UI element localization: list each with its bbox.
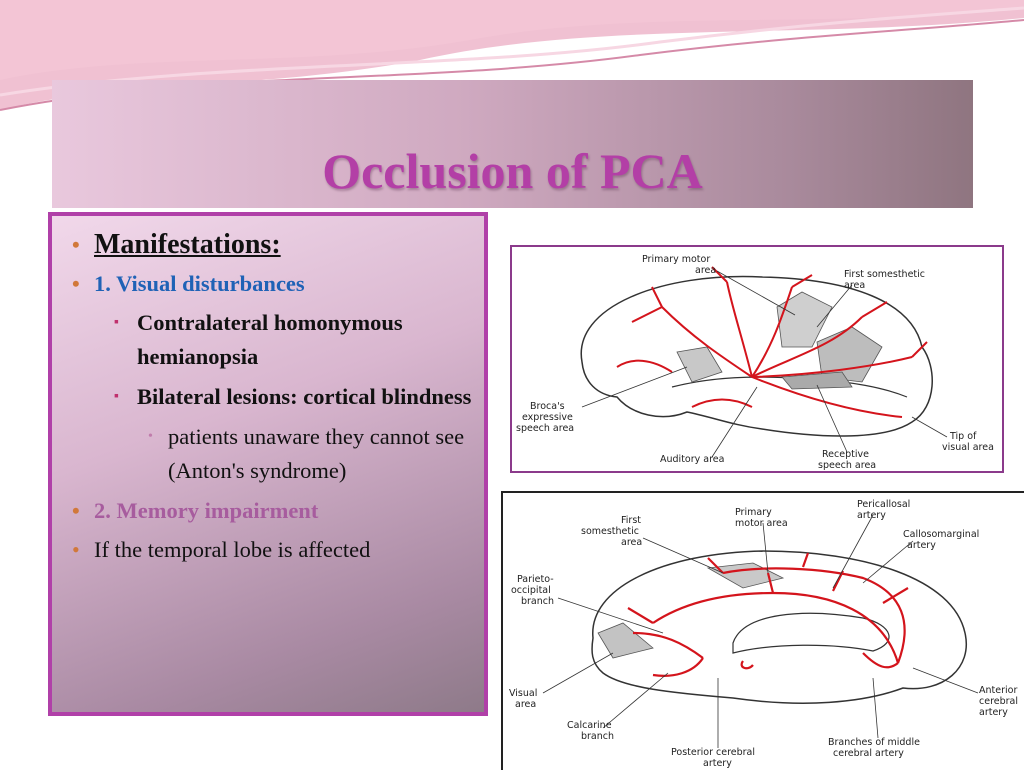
- content-box: Manifestations: 1. Visual disturbances C…: [48, 212, 488, 716]
- label-parieto: Parieto-: [517, 574, 554, 585]
- medial-artery-network: [627, 552, 909, 677]
- brain-lateral-figure: Primary motor area First somesthetic are…: [510, 245, 1004, 473]
- receptive-area-hatch: [781, 371, 853, 390]
- bullet-temporal-lobe: If the temporal lobe is affected: [62, 533, 474, 566]
- label-primary-motor-2: area: [695, 265, 716, 276]
- brain-lateral-diagram: Primary motor area First somesthetic are…: [516, 254, 994, 471]
- slide-title: Occlusion of PCA: [322, 143, 703, 199]
- label-first-somesthetic: First somesthetic: [844, 269, 925, 280]
- motor-area-hatch: [776, 291, 833, 348]
- bullet-anton-syndrome: patients unaware they cannot see (Anton'…: [62, 420, 474, 488]
- label-calcarine-branch: branch: [581, 731, 614, 742]
- bullet-list: Manifestations: 1. Visual disturbances C…: [52, 216, 484, 566]
- label-middle-artery: cerebral artery: [833, 748, 904, 759]
- label-occipital: occipital: [511, 585, 551, 596]
- label-anterior-cerebral: cerebral: [979, 696, 1018, 707]
- label-broca-2: expressive: [522, 412, 573, 423]
- label-pericallosal: Pericallosal: [857, 499, 910, 510]
- visual-area-hatch: [597, 622, 654, 659]
- label-pericallosal-2: artery: [857, 510, 886, 521]
- label-callosomarginal: Callosomarginal: [903, 529, 979, 540]
- bullet-homonymous-hemianopsia: Contralateral homonymous hemianopsia: [62, 306, 474, 374]
- label-anterior-artery: artery: [979, 707, 1008, 718]
- label-first-somesthetic-2: area: [844, 280, 865, 291]
- broca-area-hatch: [676, 346, 723, 383]
- label-posterior-cerebral: Posterior cerebral: [671, 747, 755, 758]
- label-middle-cerebral: Branches of middle: [828, 737, 920, 748]
- label-posterior-artery: artery: [703, 758, 732, 769]
- label-somesthetic-area: area: [621, 537, 642, 548]
- label-callosomarginal-2: artery: [907, 540, 936, 551]
- artery-network: [616, 266, 928, 418]
- label-primary-motor: Primary motor: [642, 254, 710, 265]
- label-auditory: Auditory area: [660, 454, 724, 465]
- label-broca: Broca's: [530, 401, 565, 412]
- label-parieto-branch: branch: [521, 596, 554, 607]
- label-somesthetic: somesthetic: [581, 526, 639, 537]
- label-first: First: [621, 515, 641, 526]
- label-receptive: Receptive: [822, 449, 869, 460]
- label-anterior: Anterior: [979, 685, 1017, 696]
- label-tip-visual-2: visual area: [942, 442, 994, 453]
- label-primary: Primary: [735, 507, 772, 518]
- label-broca-3: speech area: [516, 423, 574, 434]
- bullet-visual-disturbances: 1. Visual disturbances: [62, 267, 474, 300]
- bullet-memory-impairment: 2. Memory impairment: [62, 494, 474, 527]
- brain-outline: [580, 275, 933, 437]
- label-receptive-2: speech area: [818, 460, 876, 471]
- label-calcarine: Calcarine: [567, 720, 612, 731]
- label-motor-area: motor area: [735, 518, 788, 529]
- label-visual: Visual: [509, 688, 537, 699]
- corpus-callosum: [732, 612, 890, 654]
- label-visual-area: area: [515, 699, 536, 710]
- title-bar: Occlusion of PCA: [52, 80, 973, 208]
- label-tip-visual: Tip of: [949, 431, 977, 442]
- brain-medial-figure: First somesthetic area Primary motor are…: [501, 491, 1024, 770]
- bullet-manifestations: Manifestations:: [62, 228, 474, 261]
- brain-medial-diagram: First somesthetic area Primary motor are…: [509, 499, 1018, 769]
- bullet-bilateral-lesions: Bilateral lesions: cortical blindness: [62, 380, 474, 414]
